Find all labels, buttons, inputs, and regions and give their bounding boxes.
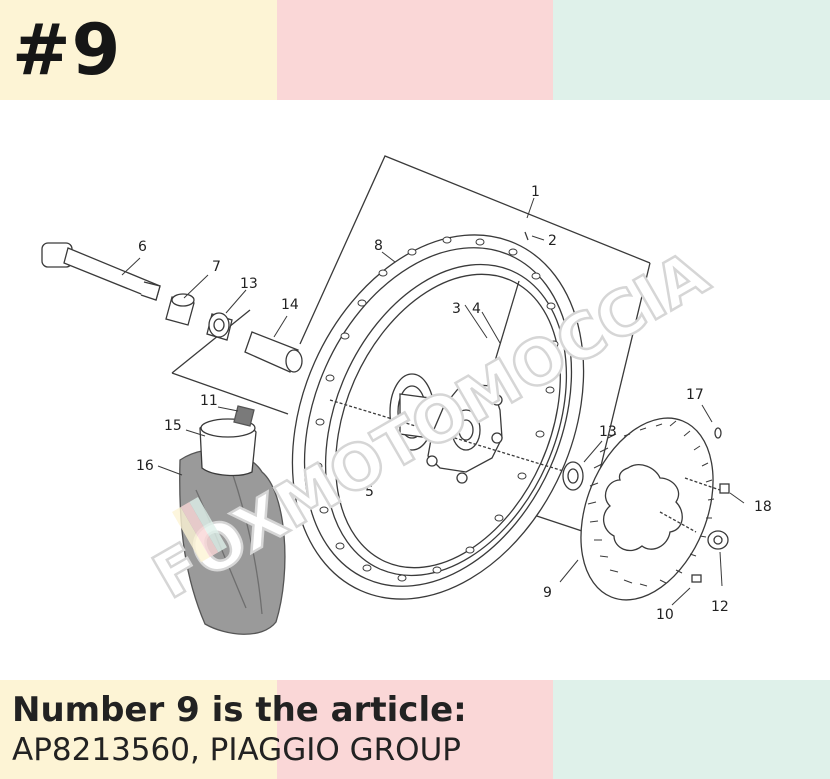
callout-6: 6 bbox=[138, 239, 147, 255]
bearing-right bbox=[562, 461, 584, 491]
callout-18: 18 bbox=[754, 499, 772, 515]
callout-15: 15 bbox=[164, 418, 182, 434]
callout-labels: 1 2 3 4 5 6 7 8 9 10 11 12 13 13 14 15 1… bbox=[136, 184, 772, 623]
rim-tape bbox=[233, 405, 255, 427]
caption-heading: Number 9 is the article: bbox=[12, 690, 467, 730]
leader-lines bbox=[121, 197, 745, 606]
hardware bbox=[524, 231, 730, 583]
callout-4: 4 bbox=[472, 301, 481, 317]
callout-3: 3 bbox=[452, 301, 461, 317]
callout-14: 14 bbox=[281, 297, 299, 313]
wheel-axis-line bbox=[329, 399, 571, 474]
callout-10: 10 bbox=[656, 607, 674, 623]
callout-5: 5 bbox=[365, 484, 374, 500]
wheel-hub bbox=[389, 373, 503, 484]
callout-2: 2 bbox=[548, 233, 557, 249]
callout-8: 8 bbox=[374, 238, 383, 254]
watermark-logo bbox=[172, 497, 227, 563]
rim-spoke-holes bbox=[313, 236, 559, 582]
front-wheel-exploded-diagram: 1 2 3 4 5 6 7 8 9 10 11 12 13 13 14 15 1… bbox=[41, 155, 772, 635]
callout-7: 7 bbox=[212, 259, 221, 275]
caption-band-yellow bbox=[0, 680, 277, 779]
callout-1: 1 bbox=[531, 184, 540, 200]
caption-band bbox=[0, 680, 830, 779]
callout-13-right: 13 bbox=[599, 424, 617, 440]
header-band-yellow bbox=[0, 0, 277, 100]
spacer-7 bbox=[165, 293, 195, 326]
bearing-left bbox=[206, 312, 233, 341]
header-band-pink bbox=[276, 0, 554, 100]
callout-13-left: 13 bbox=[240, 276, 258, 292]
callout-17: 17 bbox=[686, 387, 704, 403]
inner-tube bbox=[199, 418, 257, 477]
caption-band-pink bbox=[276, 680, 554, 779]
part-number-title: #9 bbox=[12, 9, 122, 91]
callout-9: 9 bbox=[543, 585, 552, 601]
header-band bbox=[0, 0, 830, 100]
tyre bbox=[179, 449, 286, 635]
spoke bbox=[485, 280, 520, 392]
callout-12: 12 bbox=[711, 599, 729, 615]
spacer-14 bbox=[244, 331, 303, 373]
caption-band-mint bbox=[553, 680, 830, 779]
callout-11: 11 bbox=[200, 393, 218, 409]
brake-disc bbox=[580, 417, 715, 601]
wheel-axle bbox=[41, 242, 161, 301]
header-band-mint bbox=[553, 0, 830, 100]
caption-article-code: AP8213560, PIAGGIO GROUP bbox=[12, 732, 461, 768]
callout-16: 16 bbox=[136, 458, 154, 474]
